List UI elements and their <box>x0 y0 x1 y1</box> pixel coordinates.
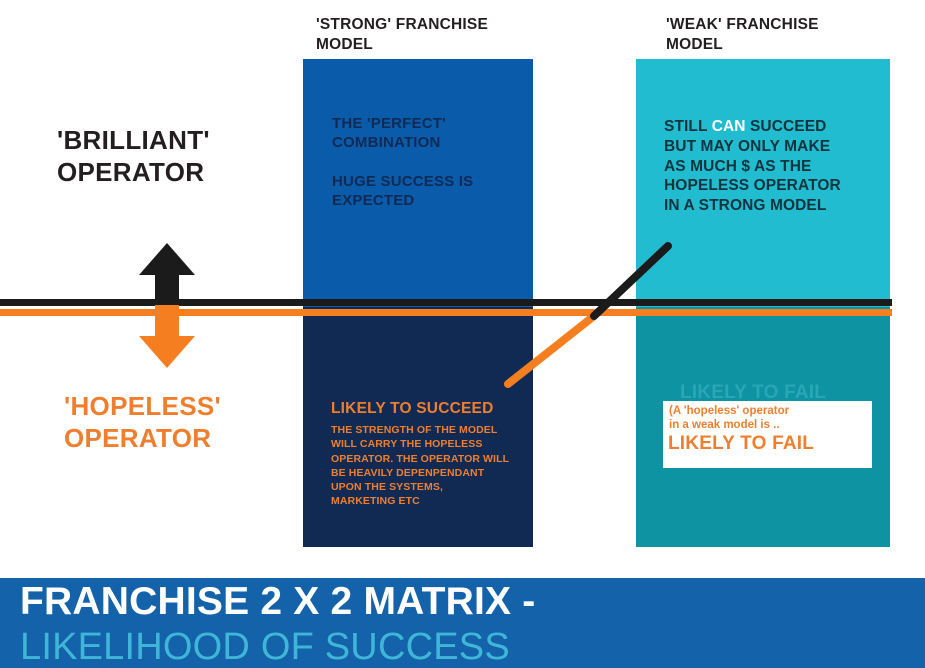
banner-subtitle: LIKELIHOOD OF SUCCESS <box>20 626 510 668</box>
weak-brilliant-highlight-can: CAN <box>711 118 746 135</box>
title-banner <box>0 578 925 668</box>
weak-brilliant-text-before: STILL <box>664 118 712 135</box>
banner-title: FRANCHISE 2 X 2 MATRIX - <box>20 580 536 623</box>
quadrant-weak-brilliant <box>636 59 890 307</box>
divider-rule-orange <box>0 309 892 316</box>
callout-box-weak-hopeless <box>663 401 872 468</box>
row-label-hopeless-operator: 'HOPELESS' OPERATOR <box>64 391 221 453</box>
row-label-brilliant-operator: 'BRILLIANT' OPERATOR <box>57 125 210 187</box>
down-arrow-icon <box>139 305 195 368</box>
quadrant-strong-hopeless <box>303 307 533 547</box>
quadrant-body-strong-hopeless: THE STRENGTH OF THE MODEL WILL CARRY THE… <box>331 424 510 508</box>
quadrant-text-strong-brilliant: THE 'PERFECT' COMBINATION HUGE SUCCESS I… <box>332 115 474 209</box>
callout-large-text-weak-hopeless: LIKELY TO FAIL <box>668 433 815 454</box>
quadrant-strong-brilliant <box>303 59 533 307</box>
weak-brilliant-text-after: SUCCEED BUT MAY ONLY MAKE AS MUCH $ AS T… <box>664 118 841 215</box>
vertical-double-arrow <box>139 243 195 368</box>
quadrant-heading-strong-hopeless: LIKELY TO SUCCEED <box>331 400 494 417</box>
callout-small-text-weak-hopeless: (A 'hopeless' operator in a weak model i… <box>669 405 790 432</box>
diagonal-connector-line <box>504 242 672 388</box>
quadrant-text-weak-brilliant: STILL CAN SUCCEED BUT MAY ONLY MAKE AS M… <box>664 117 874 216</box>
column-header-weak-franchise-model: 'WEAK' FRANCHISE MODEL <box>666 16 819 54</box>
quadrant-ghost-text-weak-hopeless: LIKELY TO FAIL <box>680 382 827 403</box>
column-header-strong-franchise-model: 'STRONG' FRANCHISE MODEL <box>316 16 489 54</box>
divider-rule-black <box>0 299 892 306</box>
up-arrow-icon <box>139 243 195 305</box>
